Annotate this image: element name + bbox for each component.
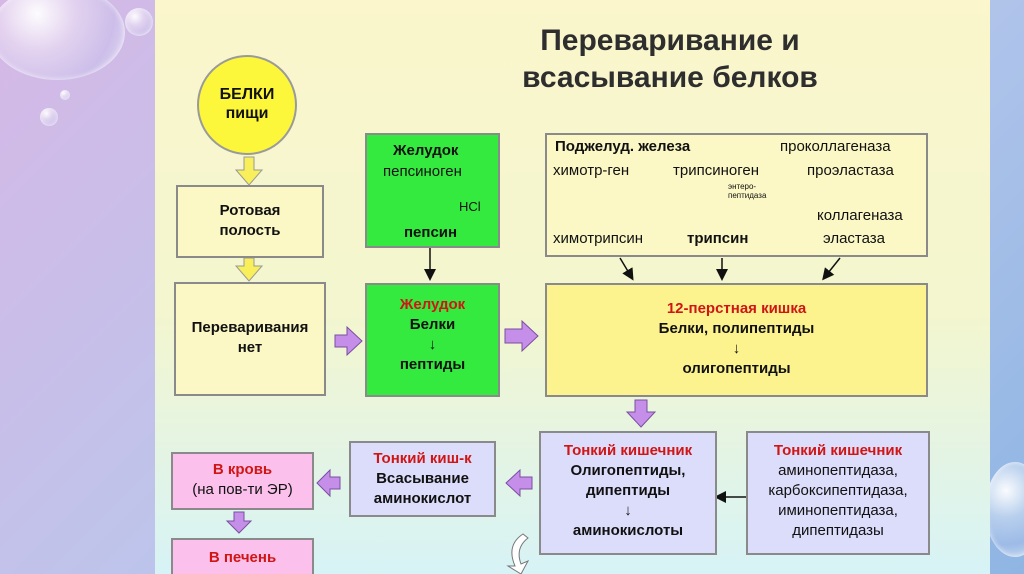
- hcl-label: HCl: [459, 199, 481, 214]
- duodenum-title: 12-перстная кишка: [666, 300, 807, 317]
- oral-line-1: Ротовая: [219, 202, 281, 219]
- arrow-absorb-to-blood: [316, 468, 341, 498]
- pancreas-title: Поджелуд. железа: [555, 138, 691, 155]
- stomach-enzyme-box: [365, 133, 500, 248]
- to-blood-line1: (на пов-ти ЭР): [192, 481, 293, 498]
- chymotr-gen-label: химотр-ген: [553, 162, 630, 179]
- stomach-bottom-line1: Белки: [409, 316, 456, 333]
- pepsinogen-label: пепсиноген: [383, 163, 462, 180]
- small-int-center-line3: аминокислоты: [572, 522, 684, 539]
- stomach-bottom-title: Желудок: [399, 296, 466, 313]
- trypsinogen-label: трипсиноген: [673, 162, 759, 179]
- arrow-duodenum-to-smallint: [625, 399, 657, 428]
- collagenase-label: коллагеназа: [817, 207, 903, 224]
- title-line-1: Переваривание и: [540, 24, 800, 57]
- small-int-center-title: Тонкий кишечник: [563, 442, 693, 459]
- no-digestion-line-2: нет: [237, 339, 263, 356]
- absorb-line2: аминокислот: [373, 490, 472, 507]
- absorption-box: Тонкий киш-к Всасывание аминокислот: [349, 441, 496, 517]
- to-blood-box: В кровь (на пов-ти ЭР): [171, 452, 314, 510]
- pancreas-box: [545, 133, 928, 257]
- small-int-center-line1: Олигопептиды,: [570, 462, 686, 479]
- chymotrypsin-label: химотрипсин: [553, 230, 644, 247]
- enteropeptidase-line-2: пептидаза: [728, 191, 767, 200]
- no-digestion-line-1: Переваривания: [191, 319, 309, 336]
- small-int-center-arrow: ↓: [624, 502, 632, 519]
- duodenum-box: 12-перстная кишка Белки, полипептиды ↓ о…: [545, 283, 928, 397]
- arrow-nodigest-to-stomach: [334, 325, 363, 357]
- pepsin-label: пепсин: [404, 224, 458, 241]
- procollagenase-label: проколлагеназа: [780, 138, 891, 155]
- small-int-right-title: Тонкий кишечник: [773, 442, 903, 459]
- small-intestine-right-box: Тонкий кишечник аминопептидаза, карбокси…: [746, 431, 930, 555]
- arrow-outline-bottom: [506, 533, 530, 574]
- small-int-right-item: аминопептидаза,: [778, 462, 898, 479]
- stomach-top-title: Желудок: [393, 142, 459, 159]
- small-intestine-center-box: Тонкий кишечник Олигопептиды, дипептиды …: [539, 431, 717, 555]
- elastase-label: эластаза: [823, 230, 886, 247]
- to-liver-title: В печень: [208, 549, 277, 566]
- decorative-bubble-tiny: [60, 90, 70, 100]
- enteropeptidase-label: энтеро- пептидаза: [728, 182, 766, 200]
- arrow-oral-to-nodigest: [234, 257, 264, 282]
- small-int-right-item: дипептидазы: [792, 522, 884, 539]
- small-int-right-item: карбоксипептидаза,: [768, 482, 908, 499]
- absorb-line1: Всасывание: [376, 470, 469, 487]
- proteins-food-circle: БЕЛКИ пищи: [197, 55, 297, 155]
- stomach-bottom-line2: пептиды: [399, 356, 466, 373]
- decorative-bubble-corner: [125, 8, 153, 36]
- arrow-smallint-to-absorb: [505, 468, 533, 498]
- arrow-food-to-oral: [234, 156, 264, 186]
- enteropeptidase-line-1: энтеро-: [728, 182, 757, 191]
- title-line-2: всасывание белков: [522, 61, 818, 94]
- absorb-title: Тонкий киш-к: [373, 450, 472, 467]
- decorative-bubble-large: [0, 0, 125, 80]
- to-blood-title: В кровь: [212, 461, 273, 478]
- duodenum-arrow: ↓: [732, 340, 741, 357]
- circle-line-2: пищи: [225, 105, 269, 122]
- small-int-right-item: иминопептидаза,: [778, 502, 898, 519]
- stomach-bottom-arrow: ↓: [428, 336, 437, 353]
- decorative-bubble-small: [40, 108, 58, 126]
- duodenum-line2: олигопептиды: [682, 360, 791, 377]
- circle-line-1: БЕЛКИ: [219, 86, 275, 103]
- trypsin-label: трипсин: [687, 230, 749, 247]
- duodenum-line1: Белки, полипептиды: [658, 320, 815, 337]
- no-digestion-box: Переваривания нет: [174, 282, 326, 396]
- slide-title: Переваривание и всасывание белков: [470, 22, 870, 96]
- stomach-digestion-box: Желудок Белки ↓ пептиды: [365, 283, 500, 397]
- small-int-center-line2: дипептиды: [585, 482, 671, 499]
- to-liver-box: В печень: [171, 538, 314, 574]
- proelastase-label: проэластаза: [807, 162, 894, 179]
- oral-line-2: полость: [219, 222, 281, 239]
- arrow-stomach-to-duodenum: [504, 319, 539, 353]
- oral-cavity-box: Ротовая полость: [176, 185, 324, 258]
- arrow-blood-to-liver: [225, 511, 253, 534]
